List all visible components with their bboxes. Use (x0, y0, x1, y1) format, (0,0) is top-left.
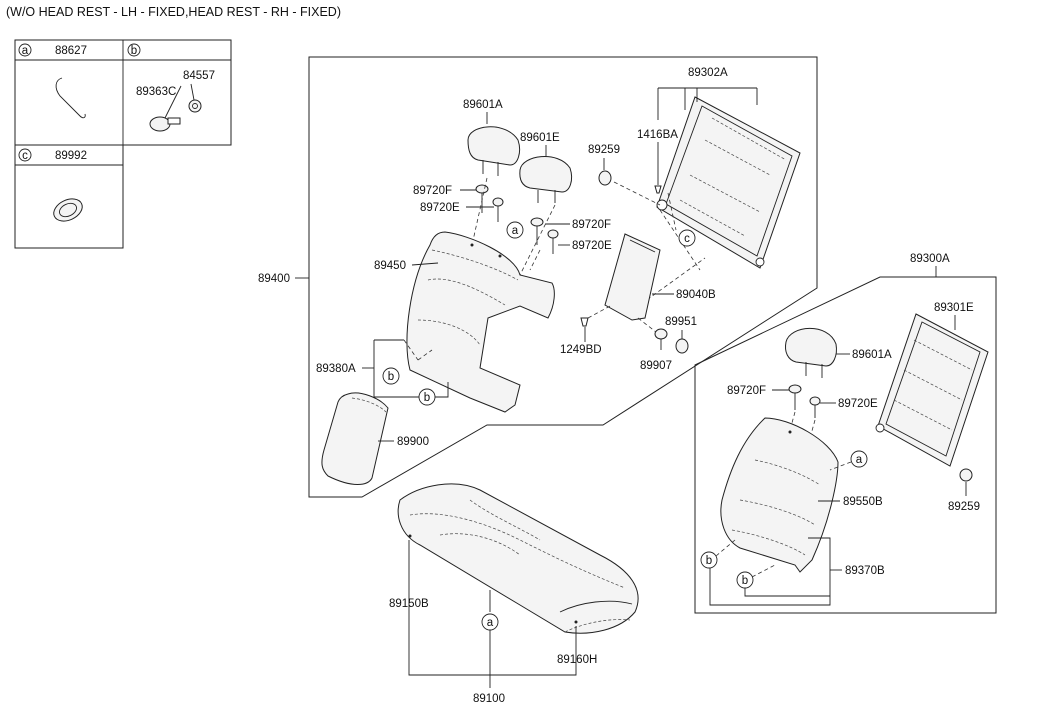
screw-1416BA-icon (654, 185, 662, 194)
label-89720F-lh1: 89720F (413, 185, 452, 197)
guide-89720F-rh (788, 384, 802, 410)
label-89601E: 89601E (520, 132, 560, 144)
headrest-89601A-lh (467, 126, 521, 176)
callout-a-rh-letter: a (856, 454, 863, 466)
label-1249BD: 1249BD (560, 344, 602, 356)
seatback-cover-89450 (406, 231, 555, 413)
leader-89380A (373, 339, 449, 398)
cap-89951-icon (675, 338, 689, 354)
bolt-1249BD-icon (580, 317, 589, 327)
seatback-rh-group-frame (694, 276, 997, 614)
seatback-lh-group-frame (308, 56, 818, 498)
leader-89100 (408, 540, 577, 688)
label-89720F-rh: 89720F (727, 385, 766, 397)
legend-b-marker (127, 43, 141, 57)
label-89370B: 89370B (845, 565, 885, 577)
legend-c-part: 89992 (55, 150, 87, 162)
callout-a-cushion (481, 613, 499, 631)
callout-b-lh2 (418, 388, 436, 406)
label-89302A: 89302A (688, 67, 728, 79)
legend-table: a 88627 b 84557 89363C c 89992 (14, 39, 232, 249)
label-89720E-lh2: 89720E (572, 240, 612, 252)
guide-89720E-lh2 (547, 229, 559, 254)
callout-b-lh1-letter: b (388, 371, 394, 383)
label-89720F-lh2: 89720F (572, 219, 611, 231)
callout-b-rh1 (700, 551, 718, 569)
legend-a-part: 88627 (55, 45, 87, 57)
legend-c-letter: c (22, 150, 28, 162)
nut-89907-icon (654, 328, 668, 350)
callout-c-lh (678, 229, 696, 247)
label-89601A-lh: 89601A (463, 99, 503, 111)
callout-a-rh (850, 450, 868, 468)
seat-cushion-89150B (397, 483, 639, 634)
seatback-frame-89302A (656, 96, 801, 269)
diagram-title: (W/O HEAD REST - LH - FIXED,HEAD REST - … (6, 5, 341, 19)
callout-c-lh-letter: c (684, 233, 690, 245)
callout-b-lh2-letter: b (424, 392, 430, 404)
callout-a-lh (506, 221, 524, 239)
callout-a-lh-letter: a (512, 225, 519, 237)
grommet-89259-lh-icon (598, 170, 612, 186)
label-89400: 89400 (258, 273, 290, 285)
seatback-frame-89301E (875, 313, 989, 467)
guide-89720E-lh1 (492, 197, 504, 222)
legend-b-letter: b (131, 45, 137, 57)
headrest-89601A-rh (785, 328, 837, 378)
hook-wire-icon (55, 77, 86, 119)
label-89951: 89951 (665, 316, 697, 328)
label-89907: 89907 (640, 360, 672, 372)
headrest-89601E (519, 155, 573, 203)
label-89450: 89450 (374, 260, 406, 272)
bracket-89040B (604, 233, 661, 321)
callout-b-rh1-letter: b (706, 555, 712, 567)
seatback-cover-89550B (720, 417, 839, 573)
clip-icon (149, 83, 202, 132)
armrest-89900 (321, 392, 389, 485)
label-89150B: 89150B (389, 598, 429, 610)
guide-89720E-rh (809, 396, 821, 418)
label-89300A: 89300A (910, 253, 950, 265)
legend-b-sub2: 89363C (136, 86, 176, 98)
callout-b-rh2 (736, 571, 754, 589)
label-89160H: 89160H (557, 654, 597, 666)
callout-b-rh2-letter: b (742, 575, 748, 587)
grommet-89259-rh-icon (959, 468, 973, 482)
label-89259-rh: 89259 (948, 501, 980, 513)
callout-a-cushion-letter: a (487, 617, 494, 629)
label-89380A: 89380A (316, 363, 356, 375)
legend-b-sub1: 84557 (183, 70, 215, 82)
label-89900: 89900 (397, 436, 429, 448)
legend-a-marker (18, 43, 32, 57)
label-1416BA: 1416BA (637, 129, 678, 141)
guide-89720F-lh2 (530, 217, 544, 245)
label-89720E-lh1: 89720E (420, 202, 460, 214)
legend-c-marker (18, 148, 32, 162)
label-89100: 89100 (473, 693, 505, 705)
grommet-icon (53, 198, 83, 222)
leader-89302A (657, 87, 758, 120)
label-89720E-rh: 89720E (838, 398, 878, 410)
label-89601A-rh: 89601A (852, 349, 892, 361)
callout-b-lh1 (382, 367, 400, 385)
legend-a-letter: a (22, 45, 29, 57)
label-89550B: 89550B (843, 496, 883, 508)
label-89301E: 89301E (934, 302, 974, 314)
label-89040B: 89040B (676, 289, 716, 301)
label-89259-lh: 89259 (588, 144, 620, 156)
